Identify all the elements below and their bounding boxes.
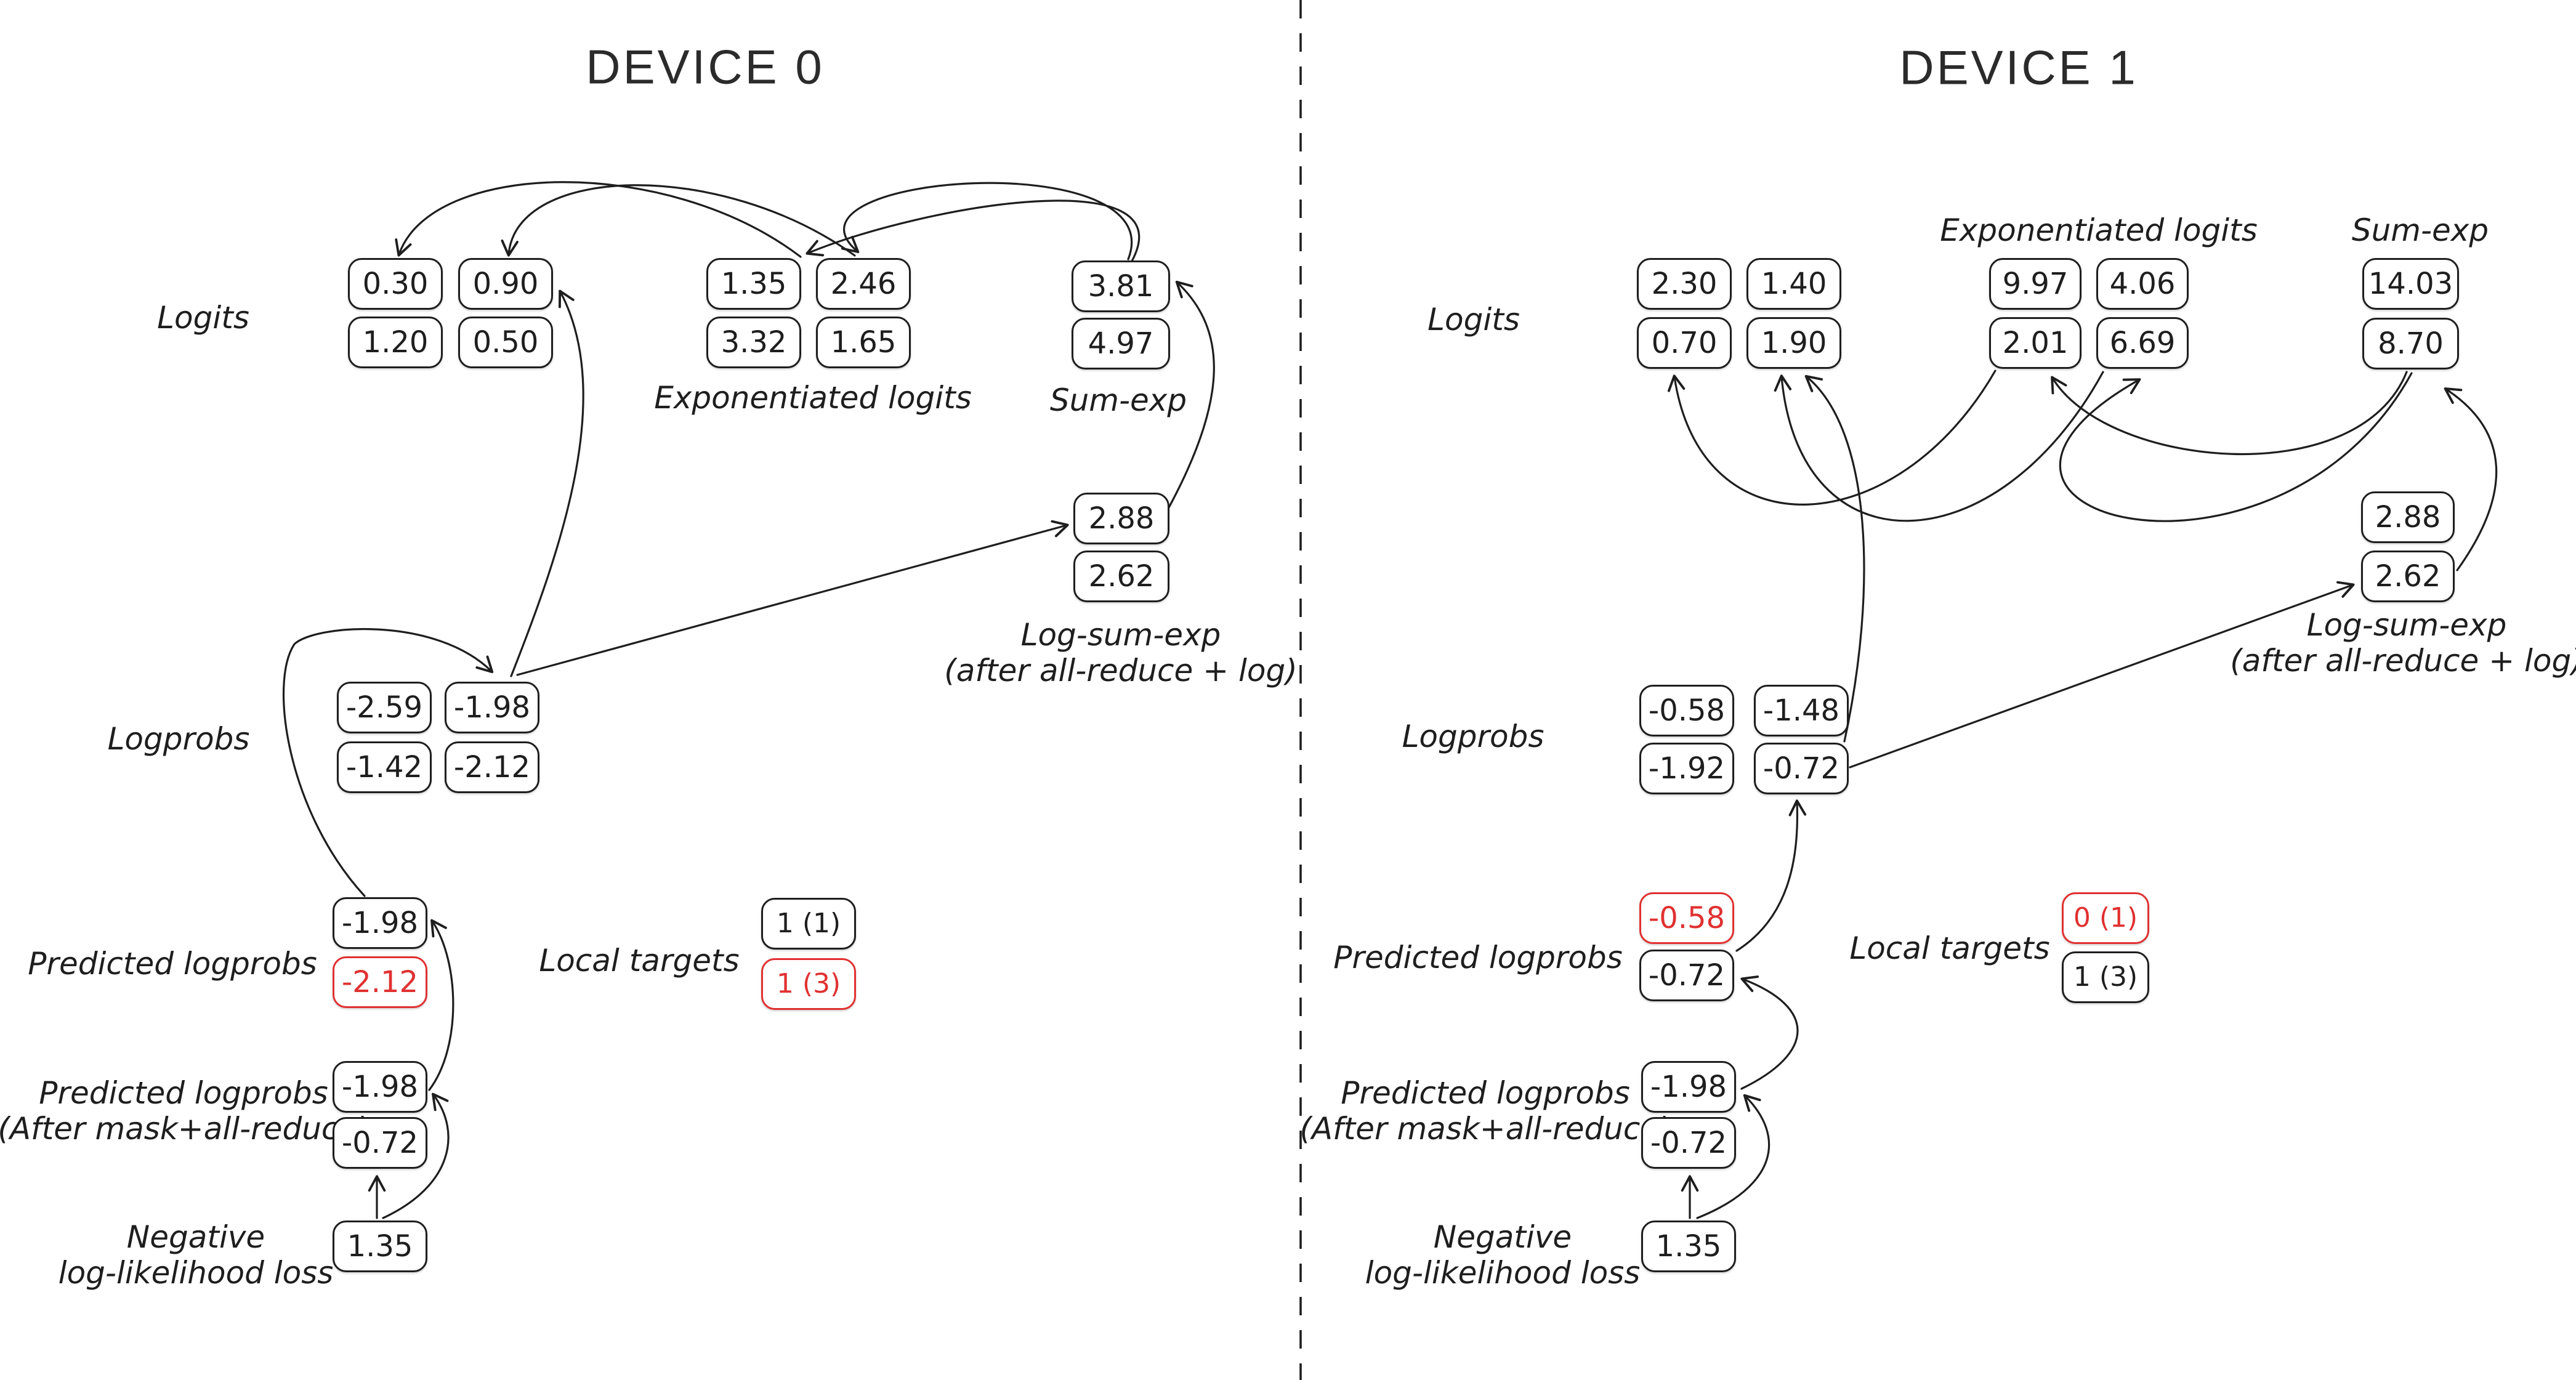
d1-targets-box-1: 1 (3): [2062, 951, 2149, 1003]
d0-exp-box-1: 2.46: [816, 258, 911, 310]
d1-exp-box-2: 2.01: [1989, 317, 2081, 369]
d1-lse-label: Log-sum-exp (after all-reduce + log): [2230, 607, 2576, 679]
d1-lse-label-line1: Log-sum-exp: [2306, 607, 2507, 643]
d0-arrow-mask-to-pred: [428, 919, 454, 1091]
d1-arrow-sumexp-to-exp1: [2051, 371, 2408, 456]
d1-logits-box-1: 1.40: [1746, 258, 1841, 310]
d1-logprobs-box-1: -1.48: [1754, 685, 1849, 736]
d1-lse-box-0: 2.88: [2361, 491, 2455, 543]
d0-sumexp-label: Sum-exp: [1049, 382, 1187, 418]
device0-title: DEVICE 0: [586, 39, 825, 94]
d1-logits-label: Logits: [1427, 302, 1520, 337]
d0-logprobs-box-2: -1.42: [337, 741, 432, 793]
d0-logits-box-2: 1.20: [348, 317, 443, 368]
d1-exp-logits-label: Exponentiated logits: [1940, 212, 2258, 248]
d1-loss-label-line2: log-likelihood loss: [1365, 1255, 1641, 1291]
d1-predicted-box-0: -0.58: [1639, 892, 1734, 944]
d0-arrow-sumexp-to-exp2: [841, 182, 1133, 260]
d0-lse-label-line1: Log-sum-exp: [1020, 617, 1221, 653]
d0-predicted-label: Predicted logprobs: [28, 946, 317, 982]
d0-logprobs-box-1: -1.98: [445, 682, 539, 733]
d1-targets-box-0: 0 (1): [2062, 892, 2149, 944]
d1-predicted-label: Predicted logprobs: [1333, 940, 1623, 975]
d0-lse-label: Log-sum-exp (after all-reduce + log): [944, 617, 1297, 688]
d1-logits-box-0: 2.30: [1637, 258, 1732, 310]
d0-logits-box-3: 0.50: [458, 317, 553, 368]
d1-exp-box-0: 9.97: [1989, 258, 2081, 310]
d1-aftermask-label-line1: Predicted logprobs: [1341, 1075, 1630, 1111]
d1-sumexp-label: Sum-exp: [2351, 212, 2489, 248]
d0-sumexp-box-1: 4.97: [1072, 318, 1170, 369]
d1-loss-label: Negative log-likelihood loss: [1365, 1219, 1641, 1291]
d1-lse-box-1: 2.62: [2361, 551, 2455, 602]
d0-lse-box-0: 2.88: [1073, 493, 1169, 544]
d1-logits-box-2: 0.70: [1637, 317, 1732, 369]
d0-exp-box-2: 3.32: [706, 317, 801, 368]
d1-targets-label: Local targets: [1849, 930, 2050, 966]
device1-title: DEVICE 1: [1899, 40, 2138, 95]
d1-predicted-box-1: -0.72: [1639, 950, 1734, 1001]
d0-loss-label-line1: Negative: [126, 1219, 265, 1255]
d0-logits-box-1: 0.90: [458, 258, 553, 310]
d1-arrow-pred-to-logprob: [1735, 799, 1807, 952]
d0-lse-label-line2: (after all-reduce + log): [944, 653, 1298, 688]
d0-exp-box-0: 1.35: [706, 258, 801, 310]
d1-lse-label-line2: (after all-reduce + log): [2230, 643, 2576, 679]
d1-aftermask-box-1: -0.72: [1641, 1117, 1736, 1169]
d0-arrow-sumexp-to-exp1: [806, 200, 1141, 262]
d1-arrow-lse-to-sumexp: [2444, 387, 2498, 571]
d0-exp-box-3: 1.65: [816, 317, 911, 368]
d0-aftermask-label-line2: (After mask+all-reduce): [0, 1111, 369, 1147]
d1-loss-label-line1: Negative: [1433, 1219, 1572, 1255]
d1-logprobs-box-2: -1.92: [1639, 743, 1734, 794]
d0-logprobs-box-0: -2.59: [337, 682, 432, 733]
d0-logprobs-box-3: -2.12: [445, 741, 539, 793]
d1-logprobs-label: Logprobs: [1402, 719, 1544, 754]
d1-exp-box-3: 6.69: [2096, 317, 2189, 369]
d0-loss-box: 1.35: [333, 1221, 427, 1272]
d1-sumexp-box-0: 14.03: [2362, 258, 2459, 310]
d0-predicted-box-0: -1.98: [333, 897, 427, 949]
d1-logits-box-3: 1.90: [1746, 317, 1841, 369]
d0-loss-label: Negative log-likelihood loss: [59, 1219, 334, 1291]
d1-arrow-exp1-to-logit1: [1668, 369, 1997, 506]
d1-logprobs-box-0: -0.58: [1639, 685, 1734, 736]
d1-aftermask-label: Predicted logprobs (After mask+all-reduc…: [1299, 1075, 1671, 1147]
d0-predicted-box-1: -2.12: [333, 956, 427, 1008]
d0-targets-box-0: 1 (1): [761, 898, 856, 950]
d0-aftermask-label-line1: Predicted logprobs: [39, 1075, 328, 1111]
d0-loss-label-line2: log-likelihood loss: [58, 1255, 334, 1291]
d1-aftermask-box-0: -1.98: [1641, 1061, 1736, 1113]
d1-aftermask-label-line2: (After mask+all-reduce): [1299, 1111, 1671, 1147]
d0-targets-label: Local targets: [539, 943, 740, 979]
d0-aftermask-label: Predicted logprobs (After mask+all-reduc…: [0, 1075, 369, 1147]
d0-exp-logits-label: Exponentiated logits: [654, 380, 972, 416]
d0-lse-box-1: 2.62: [1073, 551, 1169, 602]
d0-logits-label: Logits: [157, 300, 249, 336]
d1-sumexp-box-1: 8.70: [2362, 318, 2459, 369]
d1-logprobs-box-3: -0.72: [1754, 743, 1849, 794]
d1-exp-box-1: 4.06: [2096, 258, 2189, 310]
d0-arrow-exp2-to-logit2: [501, 184, 856, 257]
d1-arrow-sumexp-to-exp2: [2059, 372, 2413, 522]
d0-aftermask-box-1: -0.72: [333, 1117, 427, 1169]
d1-arrow-mask-to-pred: [1740, 975, 1799, 1090]
d0-sumexp-box-0: 3.81: [1072, 260, 1170, 312]
d1-arrow-exp2-to-logit2: [1774, 371, 2104, 522]
d0-targets-box-1: 1 (3): [761, 958, 856, 1010]
d0-arrow-exp1-to-logit1: [395, 181, 802, 258]
d0-logprobs-label: Logprobs: [107, 721, 250, 757]
d1-loss-box: 1.35: [1641, 1221, 1736, 1272]
d0-aftermask-box-0: -1.98: [333, 1061, 427, 1113]
d0-logits-box-0: 0.30: [348, 258, 443, 310]
